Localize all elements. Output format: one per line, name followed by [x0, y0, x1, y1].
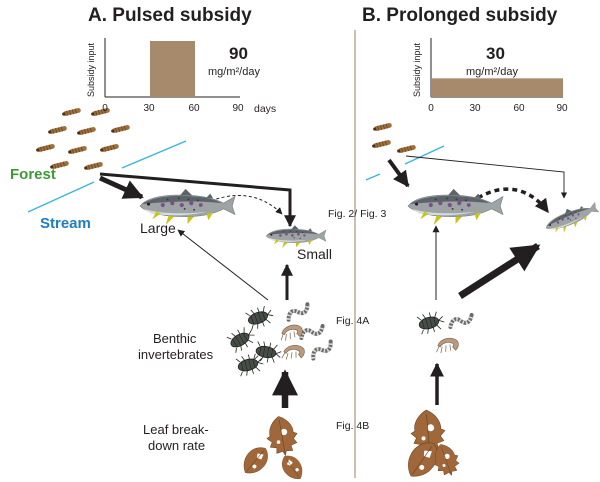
panel-b-chart-ylabel: Subsidy input	[412, 42, 422, 97]
arrow-forest-to-large	[98, 175, 144, 200]
panel-a-stream-bank-upper	[121, 140, 187, 169]
arrow-large-to-small-dashed	[477, 187, 550, 214]
panel-a-chart-ylabel: Subsidy input	[86, 42, 96, 97]
panel-b-subsidy-chart	[430, 38, 563, 98]
fig-4a-ref: Fig. 4A	[336, 315, 370, 327]
panel-a-forest-larvae	[35, 106, 131, 172]
panel-b-subsidy-value: 30	[486, 44, 505, 63]
arrow-forest-to-small-b	[405, 155, 568, 199]
leaf-label-line2: down rate	[148, 438, 206, 453]
panel-a-tick-60: 60	[188, 103, 200, 114]
arrow-benthic-to-large	[177, 229, 269, 301]
benthic-label-line2: invertebrates	[138, 347, 214, 362]
panel-b-tick-30: 30	[469, 103, 481, 114]
arrow-forest-to-large-b	[387, 158, 410, 188]
fig-4b-ref: Fig. 4B	[336, 420, 370, 432]
panel-b-subsidy-bar	[431, 78, 563, 97]
arrow-benthic-to-small-b	[458, 243, 541, 299]
panel-a-tick-0: 0	[102, 103, 108, 114]
panel-b-stream-bank-short	[365, 173, 381, 181]
panel-b-benthic-invertebrates	[416, 309, 476, 356]
panel-a-title: A. Pulsed subsidy	[88, 5, 252, 26]
panel-b-tick-0: 0	[428, 103, 434, 114]
panel-b-subsidy-unit: mg/m²/day	[466, 66, 518, 78]
panel-a-subsidy-bar	[150, 41, 195, 97]
panel-b-arrows	[387, 155, 568, 405]
fig-2-3-ref: Fig. 2/ Fig. 3	[328, 208, 387, 220]
large-fish-label: Large	[140, 220, 176, 236]
panel-a-xlabel: days	[254, 103, 277, 115]
small-fish-label: Small	[297, 246, 333, 262]
panel-a-arrows	[98, 172, 298, 408]
small-fish-b	[542, 197, 600, 239]
panel-b-stream-bank	[404, 145, 445, 165]
panel-b-title: B. Prolonged subsidy	[362, 5, 558, 26]
panel-a-tick-30: 30	[143, 103, 155, 114]
panel-a-subsidy-value: 90	[229, 44, 248, 63]
small-fish-a	[265, 224, 327, 249]
panel-a-subsidy-chart	[104, 38, 240, 98]
arrow-large-to-small-dotted	[205, 194, 283, 215]
panel-b-forest-larvae	[371, 121, 417, 155]
panel-b-tick-90: 90	[556, 103, 568, 114]
stream-label: Stream	[40, 215, 91, 232]
panel-a-tick-90: 90	[232, 103, 244, 114]
leaf-label-line1: Leaf break-	[143, 422, 209, 437]
panel-a-subsidy-unit: mg/m²/day	[208, 66, 260, 78]
panel-b-tick-60: 60	[513, 103, 525, 114]
benthic-label-line1: Benthic	[153, 331, 197, 346]
arrow-forest-to-small	[99, 172, 296, 228]
panel-a-stream-bank-lower	[27, 181, 95, 213]
panel-b-leaves	[400, 408, 464, 482]
forest-label: Forest	[10, 166, 56, 183]
panel-a-benthic-invertebrates	[225, 300, 336, 378]
panel-a-leaves	[237, 413, 308, 482]
